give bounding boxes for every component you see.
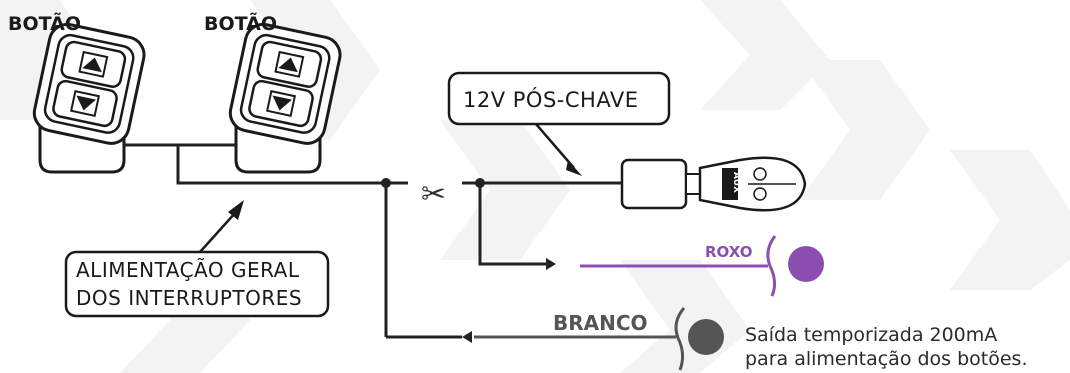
purple-wire-label: ROXO — [705, 243, 753, 261]
junction-dot — [381, 178, 391, 188]
arrow-down-icon — [272, 95, 293, 111]
button-left-label: BOTÃO — [8, 11, 81, 35]
aux-label: AUX — [731, 172, 741, 193]
aux-module: AUX — [620, 156, 807, 212]
wires — [124, 143, 622, 339]
arrow-up-icon — [82, 57, 102, 73]
arrow-down-icon — [76, 95, 97, 111]
purple-wire: ROXO — [580, 235, 824, 297]
button-left — [32, 22, 146, 174]
button-right — [228, 22, 342, 174]
gray-connector-dot — [688, 319, 724, 355]
note-line1: Saída temporizada 200mA — [745, 324, 997, 346]
scissors-icon: ✂ — [421, 177, 446, 212]
white-wire: BRANCO — [474, 307, 724, 371]
junction-dot — [475, 178, 485, 188]
general-supply-line2: DOS INTERRUPTORES — [76, 286, 302, 310]
note-line2: para alimentação dos botões. — [745, 348, 1028, 370]
button-right-label: BOTÃO — [204, 11, 277, 35]
power-callout: 12V PÓS-CHAVE — [447, 71, 671, 176]
arrow-head-icon — [546, 258, 556, 270]
general-supply-callout: ALIMENTAÇÃO GERAL DOS INTERRUPTORES — [64, 200, 330, 318]
white-wire-label: BRANCO — [553, 311, 648, 335]
general-supply-line1: ALIMENTAÇÃO GERAL — [76, 258, 300, 282]
arrow-up-icon — [278, 57, 298, 73]
purple-connector-dot — [788, 246, 824, 282]
power-callout-text: 12V PÓS-CHAVE — [463, 87, 638, 112]
arrow-head-icon — [462, 331, 472, 343]
